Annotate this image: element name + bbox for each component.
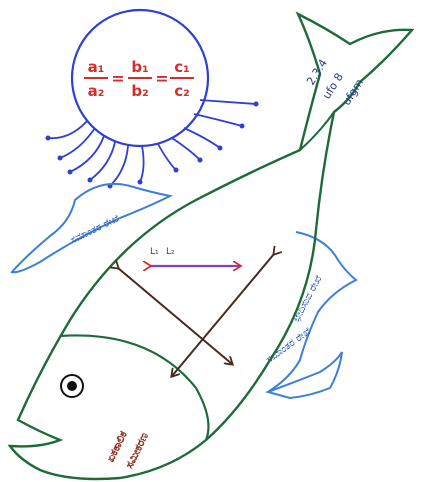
formula-a2: a₂ [88, 82, 105, 100]
tentacles [48, 100, 256, 186]
tentacle-tip [240, 124, 245, 129]
formula-c2: c₂ [174, 82, 189, 100]
tail-text-line-1: 2.3.4 [304, 57, 330, 88]
fish-eye [61, 375, 83, 397]
tentacle [158, 144, 176, 170]
arrow-label-l1: L₁ [150, 247, 159, 257]
tentacle-tip [198, 158, 203, 163]
formula-a1: a₁ [88, 58, 105, 76]
mouth-text: ಏಕಕಾಲಿಕ ಸಮೀಕರಣ [104, 429, 151, 471]
tentacle-tip [138, 180, 143, 185]
dorsal-fin-label: ಸಮಾಂತರ ರೇಖೆ [69, 213, 122, 246]
formula-b1: b₁ [131, 58, 148, 76]
tentacle [70, 136, 104, 172]
tentacle [90, 142, 115, 180]
tentacle-tip [254, 102, 259, 107]
tentacle-tip [88, 178, 93, 183]
intersecting-arrows [118, 254, 274, 376]
tentacle [60, 128, 95, 158]
tentacle [48, 120, 88, 138]
formula-equals: = [155, 69, 168, 88]
tentacle-tip [174, 168, 179, 173]
formula-equals: = [111, 69, 124, 88]
tentacle [172, 138, 200, 160]
formula-bubble: a₁ a₂ = b₁ b₂ = c₁ c₂ [46, 10, 259, 189]
tentacle [200, 100, 256, 104]
formula: a₁ a₂ = b₁ b₂ = c₁ c₂ [84, 58, 194, 100]
eye-pupil [67, 381, 77, 391]
tentacle-tip [58, 156, 63, 161]
intersecting-line-1 [118, 268, 232, 364]
arrow-label-l2: L₂ [166, 247, 175, 257]
formula-b2: b₂ [131, 82, 148, 100]
parallel-arrows: L₁ L₂ [150, 247, 240, 266]
tentacle-tip [46, 136, 51, 141]
formula-c1: c₁ [174, 58, 189, 76]
tentacle [194, 114, 242, 126]
tail-text-line-3: ufgm [340, 77, 366, 108]
tentacle-tip [218, 146, 223, 151]
tentacle-tip [68, 170, 73, 175]
tentacle [184, 128, 220, 148]
tentacle [140, 146, 144, 182]
